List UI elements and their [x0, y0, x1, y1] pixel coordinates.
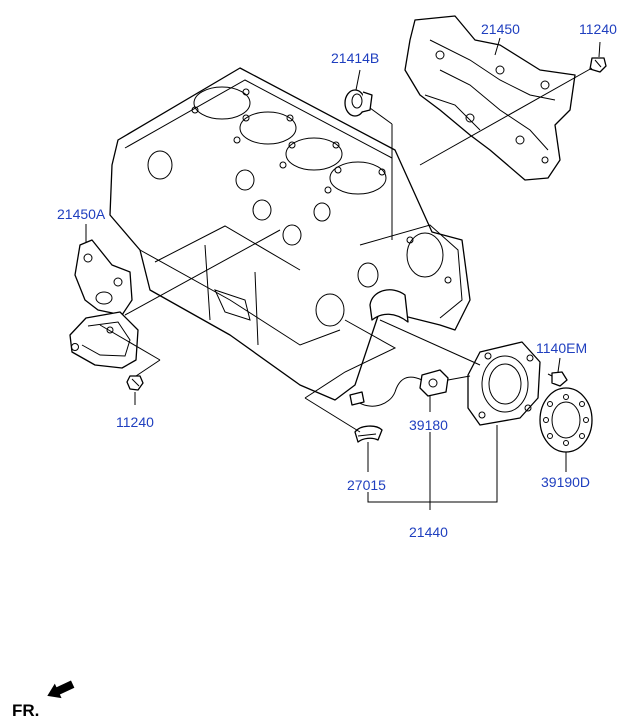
leader-lines — [85, 37, 601, 510]
part-labels: 21414B 21450 11240 21450A 11240 1140EM 3… — [57, 21, 617, 540]
label-11240-left[interactable]: 11240 — [116, 414, 154, 430]
engine-block — [109, 67, 471, 401]
part-27015-bearing[interactable] — [354, 425, 383, 443]
part-39190D-target-wheel[interactable] — [539, 387, 593, 453]
target-wheel-holes — [543, 394, 589, 446]
part-1140EM-bolt[interactable] — [547, 371, 568, 387]
part-21450-front-cover[interactable] — [404, 15, 576, 181]
label-21450[interactable]: 21450 — [481, 21, 520, 37]
part-21414B-seal[interactable] — [344, 89, 373, 117]
part-21450A-bracket[interactable] — [69, 239, 139, 369]
label-1140EM[interactable]: 1140EM — [536, 340, 587, 356]
label-21440[interactable]: 21440 — [409, 524, 448, 540]
label-27015[interactable]: 27015 — [347, 477, 386, 493]
front-arrow-icon — [47, 680, 75, 699]
label-39180[interactable]: 39180 — [409, 417, 448, 433]
part-21440-seal-housing[interactable] — [467, 341, 541, 426]
label-39190D[interactable]: 39190D — [541, 474, 590, 490]
front-direction-indicator: FR. — [12, 680, 75, 720]
part-11240-top-bolt[interactable] — [589, 57, 607, 73]
label-21450A[interactable]: 21450A — [57, 206, 106, 222]
part-39180-sensor[interactable] — [349, 369, 471, 407]
fr-label: FR. — [12, 701, 39, 720]
label-11240-top[interactable]: 11240 — [579, 21, 617, 37]
label-21414B[interactable]: 21414B — [331, 50, 379, 66]
part-11240-left-bolt[interactable] — [126, 375, 144, 391]
